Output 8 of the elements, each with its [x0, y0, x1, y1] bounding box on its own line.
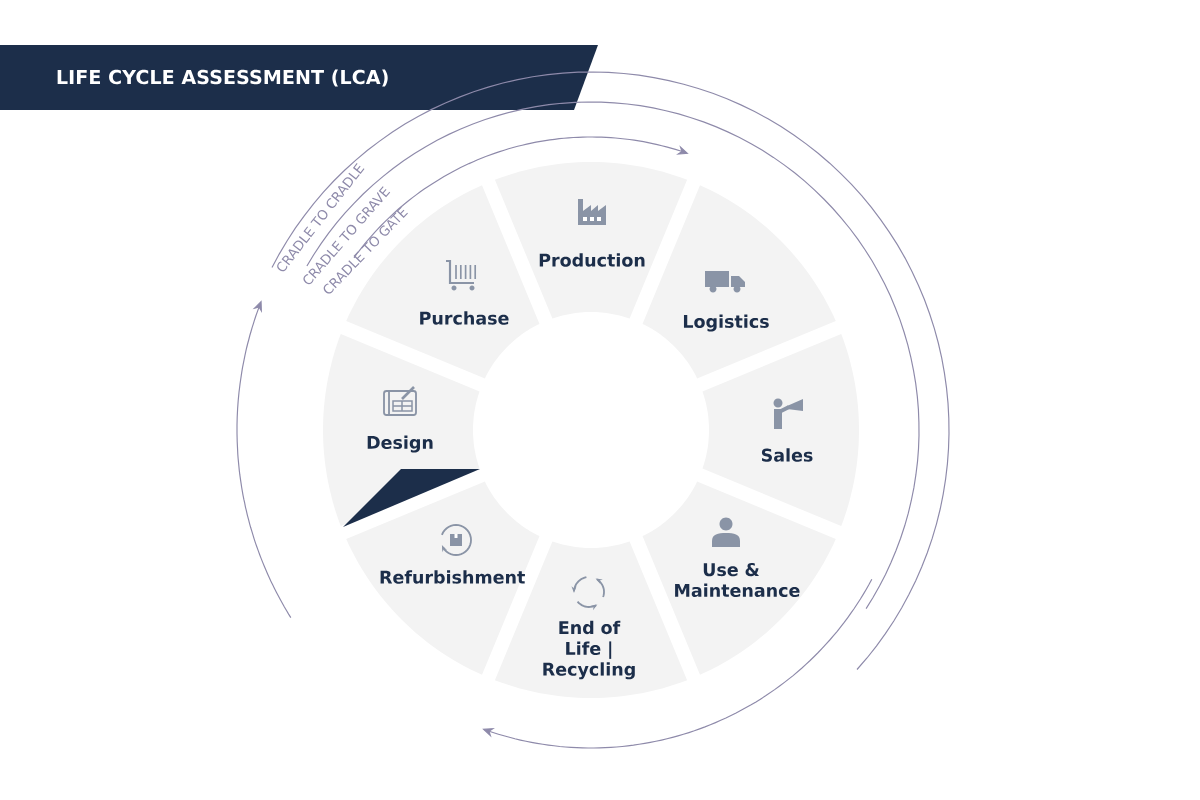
node-label: Design [367, 435, 433, 453]
node-label: Production [539, 253, 645, 267]
node-label: End of Life | Recycling [543, 620, 635, 680]
title-banner: LIFE CYCLE ASSESSMENT (LCA) [0, 45, 598, 110]
ring-segment: Use & Maintenance [642, 481, 836, 675]
ring-segment: Refurbishment [346, 481, 540, 675]
ring-segment: Sales [702, 333, 859, 527]
node-label: Sales [761, 448, 813, 462]
